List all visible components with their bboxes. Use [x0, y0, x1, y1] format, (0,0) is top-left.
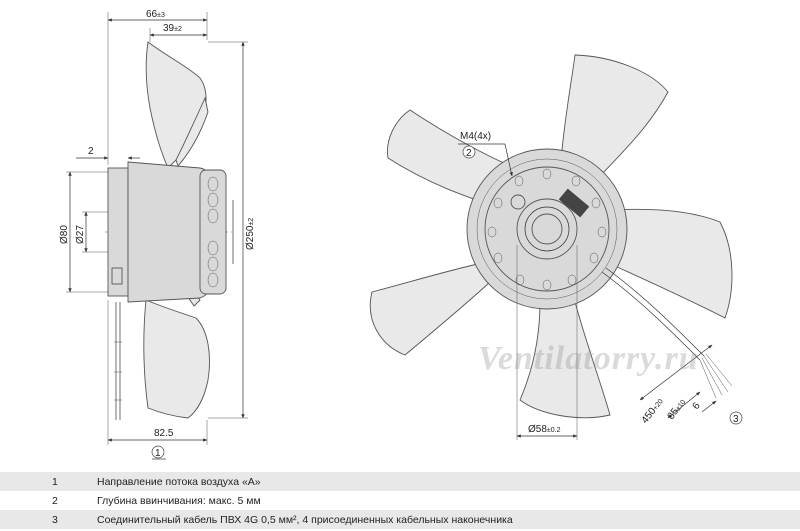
- legend-text: Соединительный кабель ПВХ 4G 0,5 мм², 4 …: [97, 513, 513, 526]
- legend-table: 1 Направление потока воздуха «А» 2 Глуби…: [0, 472, 800, 529]
- svg-text:Ø80: Ø80: [59, 225, 70, 244]
- front-view: M4(4x) 2 Ø58±0.2 450+20 85±10 6 3: [369, 54, 743, 440]
- svg-text:6: 6: [691, 400, 703, 411]
- svg-text:2: 2: [88, 146, 94, 157]
- svg-text:Ø250±2: Ø250±2: [245, 218, 256, 250]
- svg-text:85±10: 85±10: [666, 397, 689, 422]
- legend-number: 3: [52, 513, 58, 526]
- legend-text: Направление потока воздуха «А»: [97, 475, 261, 488]
- side-view-lower-blade: [143, 299, 210, 419]
- legend-row: 1 Направление потока воздуха «А»: [0, 472, 800, 491]
- front-blade-bottom: [519, 297, 611, 419]
- svg-text:1: 1: [155, 448, 161, 459]
- svg-text:450+20: 450+20: [640, 396, 666, 426]
- legend-row: 3 Соединительный кабель ПВХ 4G 0,5 мм², …: [0, 510, 800, 529]
- technical-drawing: 66±3 39±2 2 Ø80 Ø27 Ø250±2 82.5 1: [59, 9, 743, 460]
- watermark: Ventilatorry.ru: [478, 340, 699, 377]
- svg-text:3: 3: [733, 414, 739, 425]
- svg-text:66±3: 66±3: [146, 9, 165, 20]
- svg-text:39±2: 39±2: [163, 23, 182, 34]
- svg-text:M4(4x): M4(4x): [460, 131, 491, 142]
- svg-text:Ø27: Ø27: [75, 225, 86, 244]
- legend-number: 1: [52, 475, 58, 488]
- front-blade-top-right: [561, 54, 669, 177]
- svg-text:Ø58±0.2: Ø58±0.2: [528, 424, 561, 435]
- side-view-upper-blade: [145, 41, 207, 169]
- front-blade-right: [611, 208, 733, 319]
- side-view: 66±3 39±2 2 Ø80 Ø27 Ø250±2 82.5 1: [59, 9, 256, 460]
- legend-text: Глубина ввинчивания: макс. 5 мм: [97, 494, 261, 507]
- legend-number: 2: [52, 494, 58, 507]
- front-blade-left: [369, 261, 491, 356]
- legend-row: 2 Глубина ввинчивания: макс. 5 мм: [0, 491, 800, 510]
- svg-text:2: 2: [466, 148, 472, 159]
- svg-text:82.5: 82.5: [154, 428, 174, 439]
